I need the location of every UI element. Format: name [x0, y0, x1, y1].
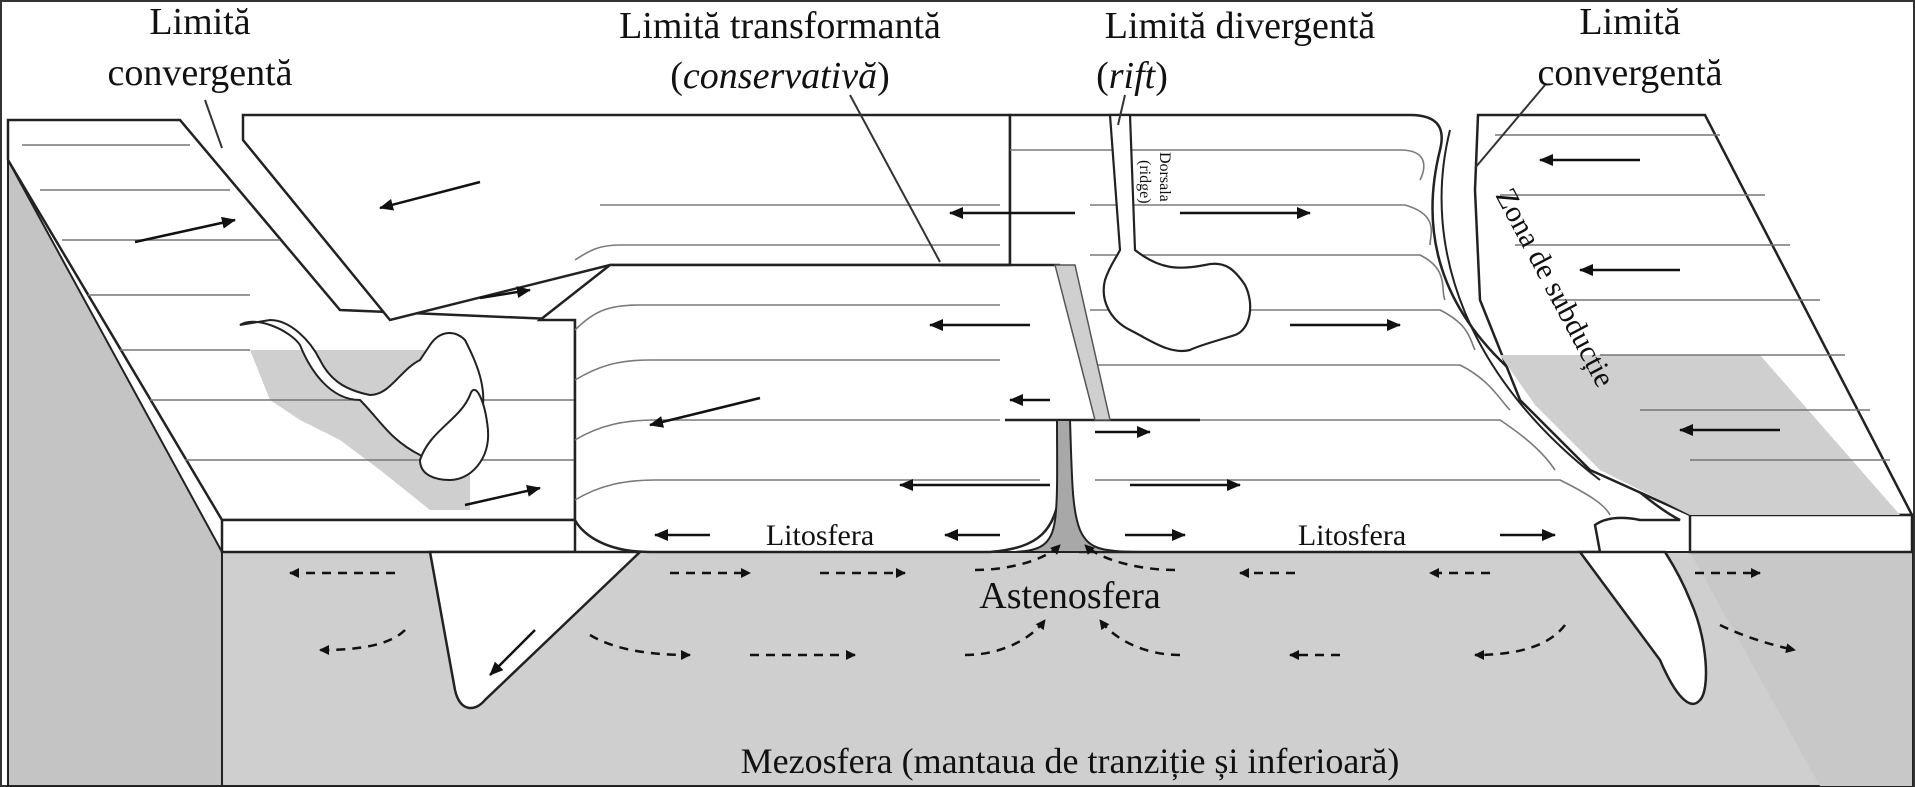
label-divergent-open: (	[1096, 55, 1109, 97]
label-divergent-italic: rift	[1109, 55, 1157, 97]
label-transform-italic: conservativă	[683, 55, 877, 97]
arrow	[479, 286, 531, 300]
label-divergent-line1: Limită divergentă	[1105, 5, 1376, 47]
label-divergent-line2: (rift)	[1096, 55, 1168, 97]
label-mesosphere: Mezosfera (mantaua de tranziție și infer…	[741, 741, 1400, 781]
arrow	[319, 629, 406, 655]
label-lithosphere-right: Litosfera	[1298, 519, 1406, 552]
right-side-grey	[1500, 355, 1900, 515]
arrow	[134, 216, 236, 244]
oceanic-surface	[536, 113, 1681, 554]
arrow	[1084, 544, 1176, 572]
arrow	[649, 396, 761, 428]
arrow	[379, 180, 481, 211]
label-asthenosphere: Astenosfera	[979, 575, 1161, 617]
arrow	[464, 485, 541, 507]
left-plate	[6, 118, 577, 554]
label-divergent-close: )	[1155, 55, 1168, 97]
label-transform-line2: (conservativă)	[670, 55, 889, 97]
left-magma-blob	[239, 318, 485, 461]
convection-arrows	[289, 544, 1796, 660]
arrow	[974, 544, 1061, 572]
label-lithosphere-left: Litosfera	[766, 519, 874, 552]
ridge-upper	[1102, 113, 1252, 353]
labels: Limită convergentă Limită transformantă …	[108, 1, 1723, 781]
arrow	[1099, 619, 1181, 657]
right-side-face	[1690, 552, 1912, 786]
right-subducting-slab	[1577, 550, 1708, 706]
right-plate	[1440, 113, 1915, 706]
oceanic-plate	[241, 113, 1681, 554]
mantle-block	[7, 159, 1913, 787]
left-plate-front	[220, 518, 577, 554]
right-plate-front	[1688, 513, 1914, 554]
label-ridge-line2: (ridge)	[1136, 160, 1153, 204]
leader-lines	[204, 84, 1546, 263]
left-subducting-slab	[428, 550, 644, 710]
arrow	[964, 619, 1046, 657]
arrow	[489, 629, 536, 676]
label-convergent-left-line2: convergentă	[108, 52, 293, 94]
label-transform-close: )	[877, 55, 890, 97]
label-convergent-left-line1: Limită	[149, 1, 250, 43]
transform-fault-band	[1054, 264, 1111, 421]
ridge-lower	[1009, 419, 1141, 553]
arrow	[1719, 623, 1796, 654]
label-convergent-right-line2: convergentă	[1538, 52, 1723, 94]
plate-motion-arrows	[134, 154, 1780, 676]
subduction-curve	[1440, 129, 1601, 481]
label-transform-open: (	[670, 55, 683, 97]
label-ridge-line1: Dorsala	[1156, 152, 1173, 202]
label-transform-line1: Limită transformantă	[619, 5, 941, 47]
label-convergent-right-line1: Limită	[1579, 1, 1680, 43]
arrow	[1474, 624, 1566, 660]
